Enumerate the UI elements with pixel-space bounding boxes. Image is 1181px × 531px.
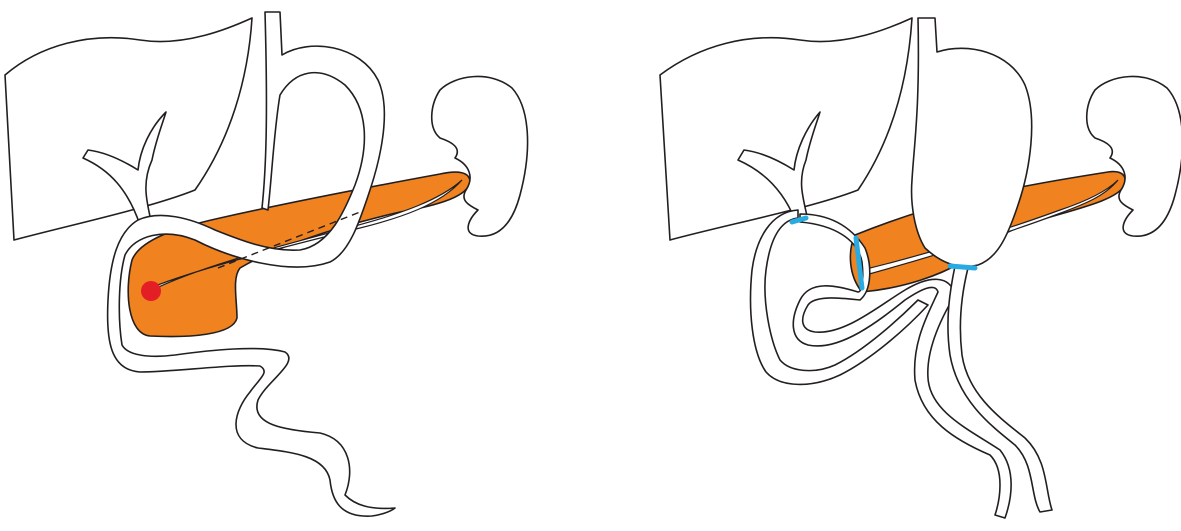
pancreatic-head-tumor xyxy=(141,281,161,301)
spleen xyxy=(432,76,528,236)
gastrojejunostomy-marker xyxy=(950,266,975,268)
liver xyxy=(660,18,912,240)
panel-postoperative xyxy=(660,18,1181,518)
spleen xyxy=(1087,76,1181,236)
liver xyxy=(5,18,252,240)
panel-preoperative xyxy=(5,12,528,516)
